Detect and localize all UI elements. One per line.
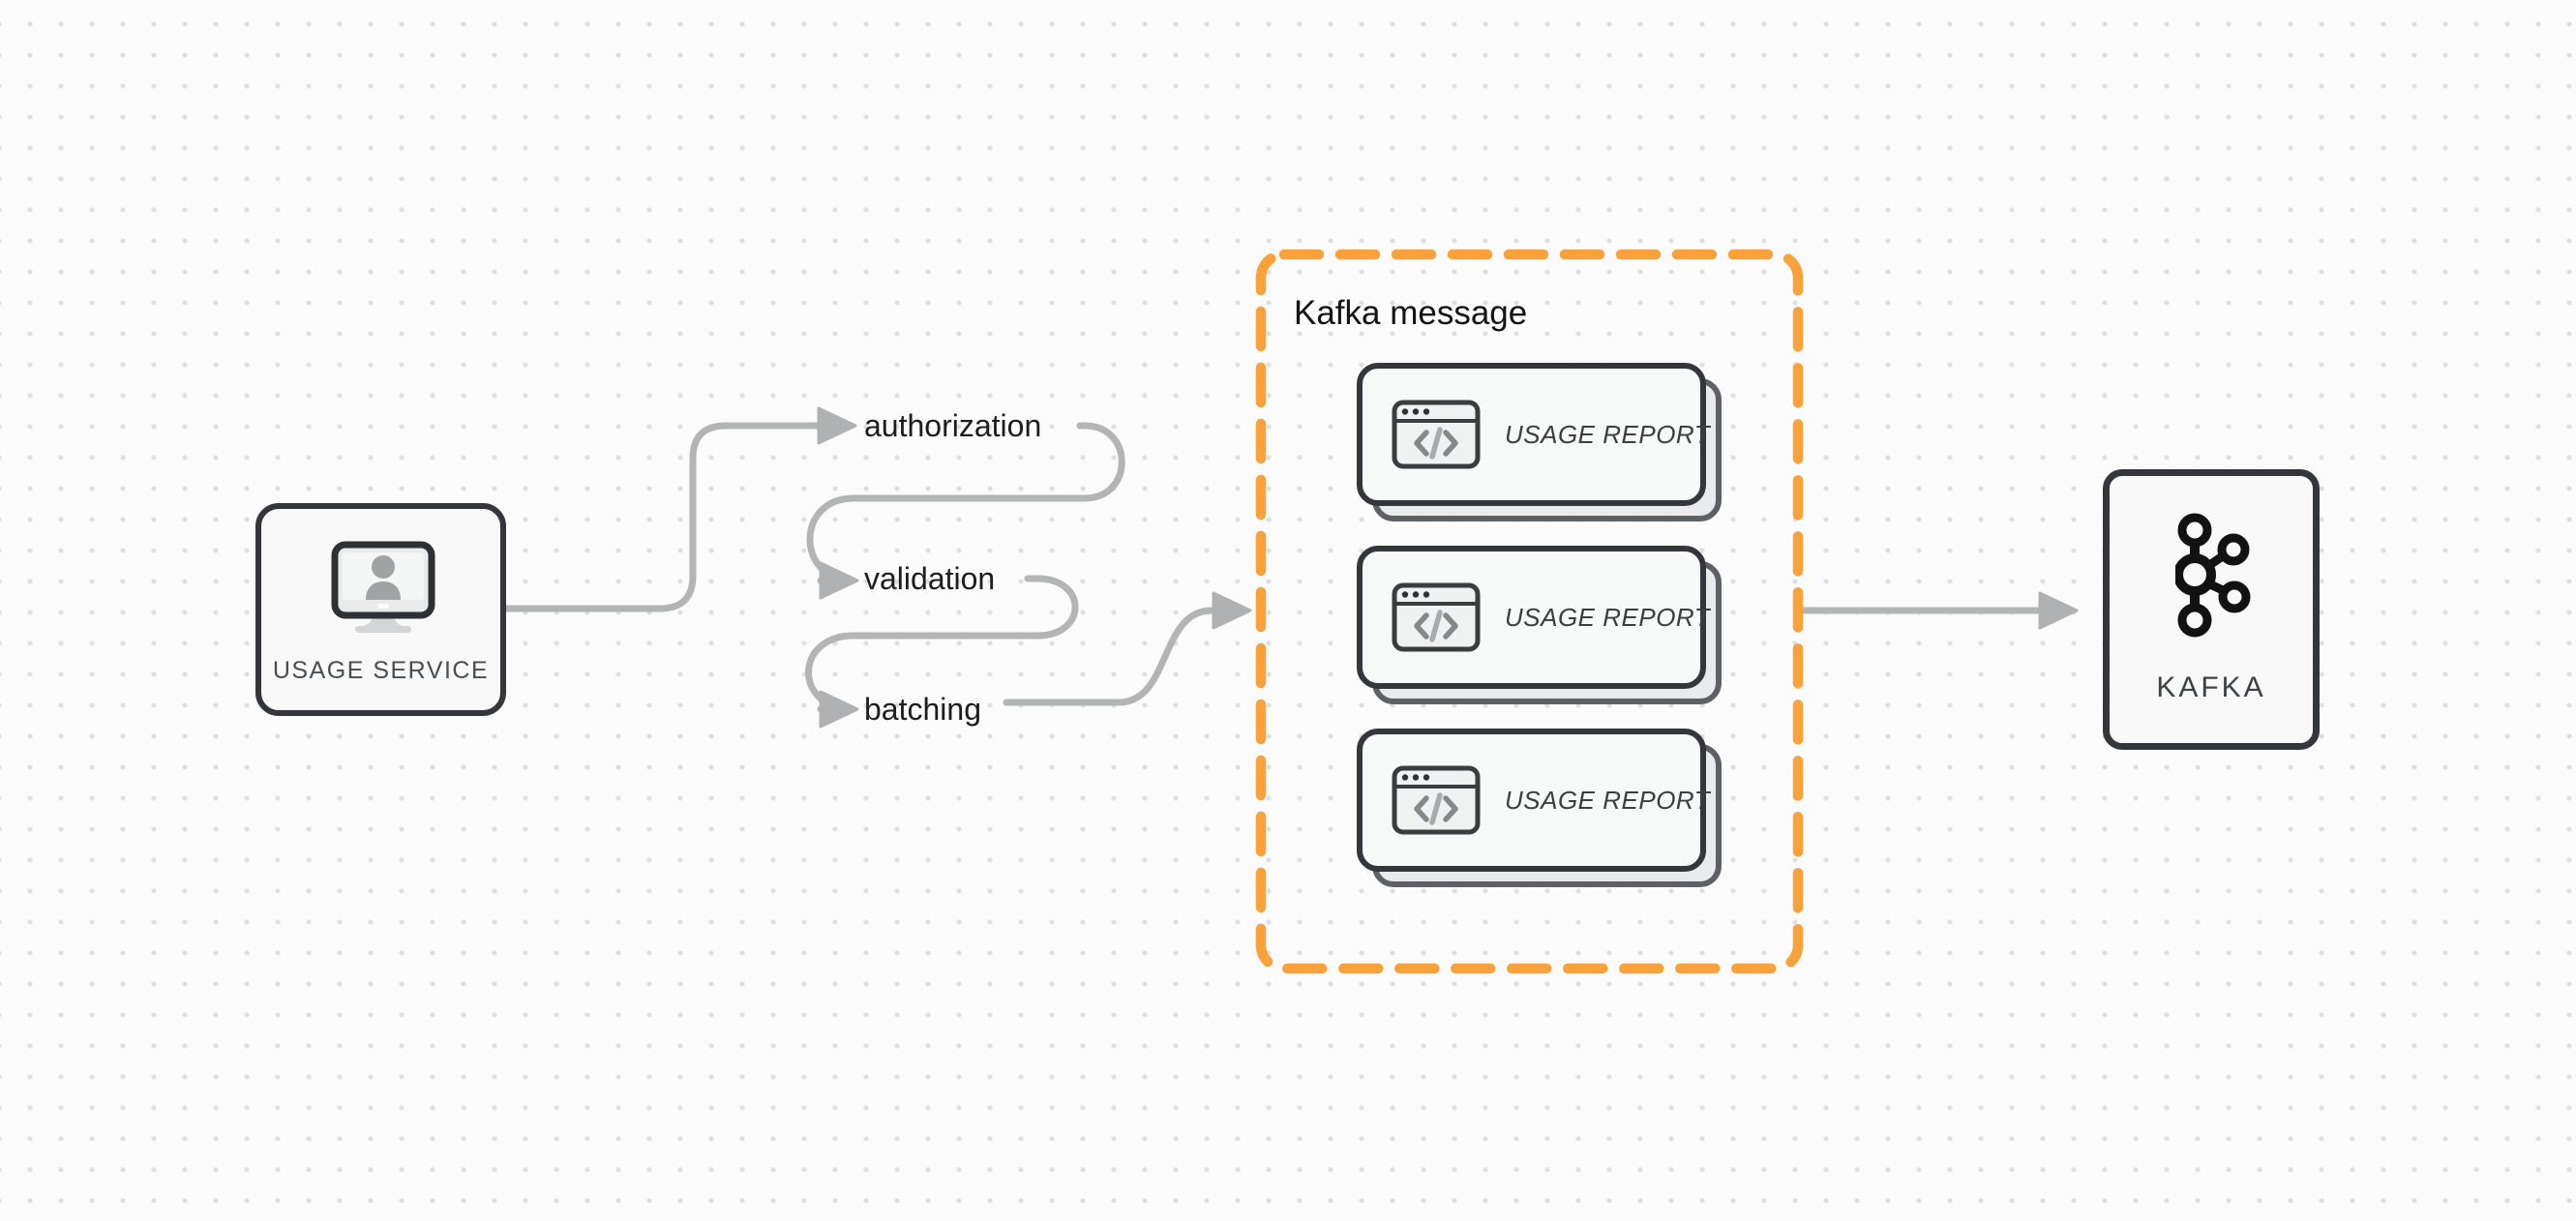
connector-usage-to-authorization xyxy=(502,422,823,612)
kafka-node: KAFKA xyxy=(2103,469,2320,750)
arrowhead-icon xyxy=(817,406,857,445)
code-window-icon xyxy=(1392,400,1481,469)
connector-batching-to-group xyxy=(1003,607,1217,706)
arrowhead-icon xyxy=(819,690,859,729)
kafka-message-group-title: Kafka message xyxy=(1294,294,1528,332)
usage-report-card: USAGE REPORT xyxy=(1357,546,1722,704)
usage-report-card: USAGE REPORT xyxy=(1357,363,1722,521)
step-label-authorization: authorization xyxy=(864,408,1042,443)
step-label-validation: validation xyxy=(864,561,996,596)
arrowhead-icon xyxy=(2038,591,2079,630)
kafka-label: KAFKA xyxy=(2156,671,2266,703)
usage-report-card: USAGE REPORT xyxy=(1357,729,1722,887)
usage-report-label: USAGE REPORT xyxy=(1505,785,1711,815)
usage-service-label: USAGE SERVICE xyxy=(272,657,490,684)
kafka-logo-icon xyxy=(2175,513,2251,638)
usage-report-card-front: USAGE REPORT xyxy=(1357,729,1710,872)
code-window-icon xyxy=(1392,582,1481,652)
arrowhead-icon xyxy=(819,561,859,600)
arrowhead-icon xyxy=(1212,591,1252,630)
usage-report-card-front: USAGE REPORT xyxy=(1357,363,1710,506)
usage-service-node: USAGE SERVICE xyxy=(255,503,506,716)
usage-report-card-front: USAGE REPORT xyxy=(1357,546,1710,689)
usage-report-label: USAGE REPORT xyxy=(1505,419,1711,449)
step-label-batching: batching xyxy=(864,692,981,727)
monitor-user-icon xyxy=(331,541,435,633)
kafka-message-group-border xyxy=(1255,249,1804,974)
usage-report-label: USAGE REPORT xyxy=(1505,602,1711,632)
code-window-icon xyxy=(1392,765,1481,835)
connector-authorization-to-validation xyxy=(806,422,1125,584)
